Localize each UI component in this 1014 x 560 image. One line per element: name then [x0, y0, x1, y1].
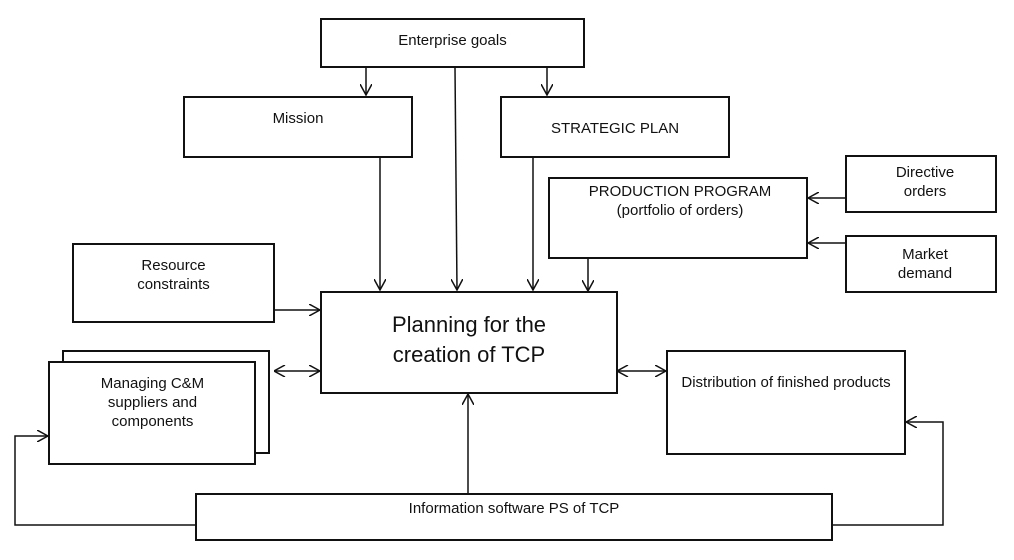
strategic-plan-box: [500, 96, 730, 158]
market-demand-label: Market demand: [897, 246, 953, 282]
production-program-box: [548, 177, 808, 259]
distribution-box: [666, 350, 906, 455]
strategic-plan-label: STRATEGIC PLAN: [550, 120, 680, 137]
edge-info-managing: [14, 436, 195, 526]
information-software-box: [195, 493, 833, 541]
planning-box: [320, 291, 618, 394]
resource-constraints-label: Resource constraints: [137, 257, 210, 293]
resource-constraints-box: [72, 243, 275, 323]
mission-label: Mission: [272, 110, 324, 127]
mission-box: [183, 96, 413, 158]
enterprise-goals-label: Enterprise goals: [398, 32, 507, 49]
planning-label: Planning for the creation of TCP: [391, 312, 547, 367]
edge-goals-planning: [455, 67, 457, 290]
information-software-label: Information software PS of TCP: [408, 500, 620, 517]
directive-orders-label: Directive orders: [895, 164, 955, 200]
edge-info-distribution: [833, 422, 944, 526]
directive-orders-box: [845, 155, 997, 213]
enterprise-goals-box: [320, 18, 585, 68]
production-program-label: PRODUCTION PROGRAM (portfolio of orders): [588, 183, 772, 219]
distribution-label: Distribution of finished products: [681, 374, 891, 391]
managing-box: [48, 361, 256, 465]
managing-label: Managing C&M suppliers and components: [100, 375, 205, 430]
market-demand-box: [845, 235, 997, 293]
